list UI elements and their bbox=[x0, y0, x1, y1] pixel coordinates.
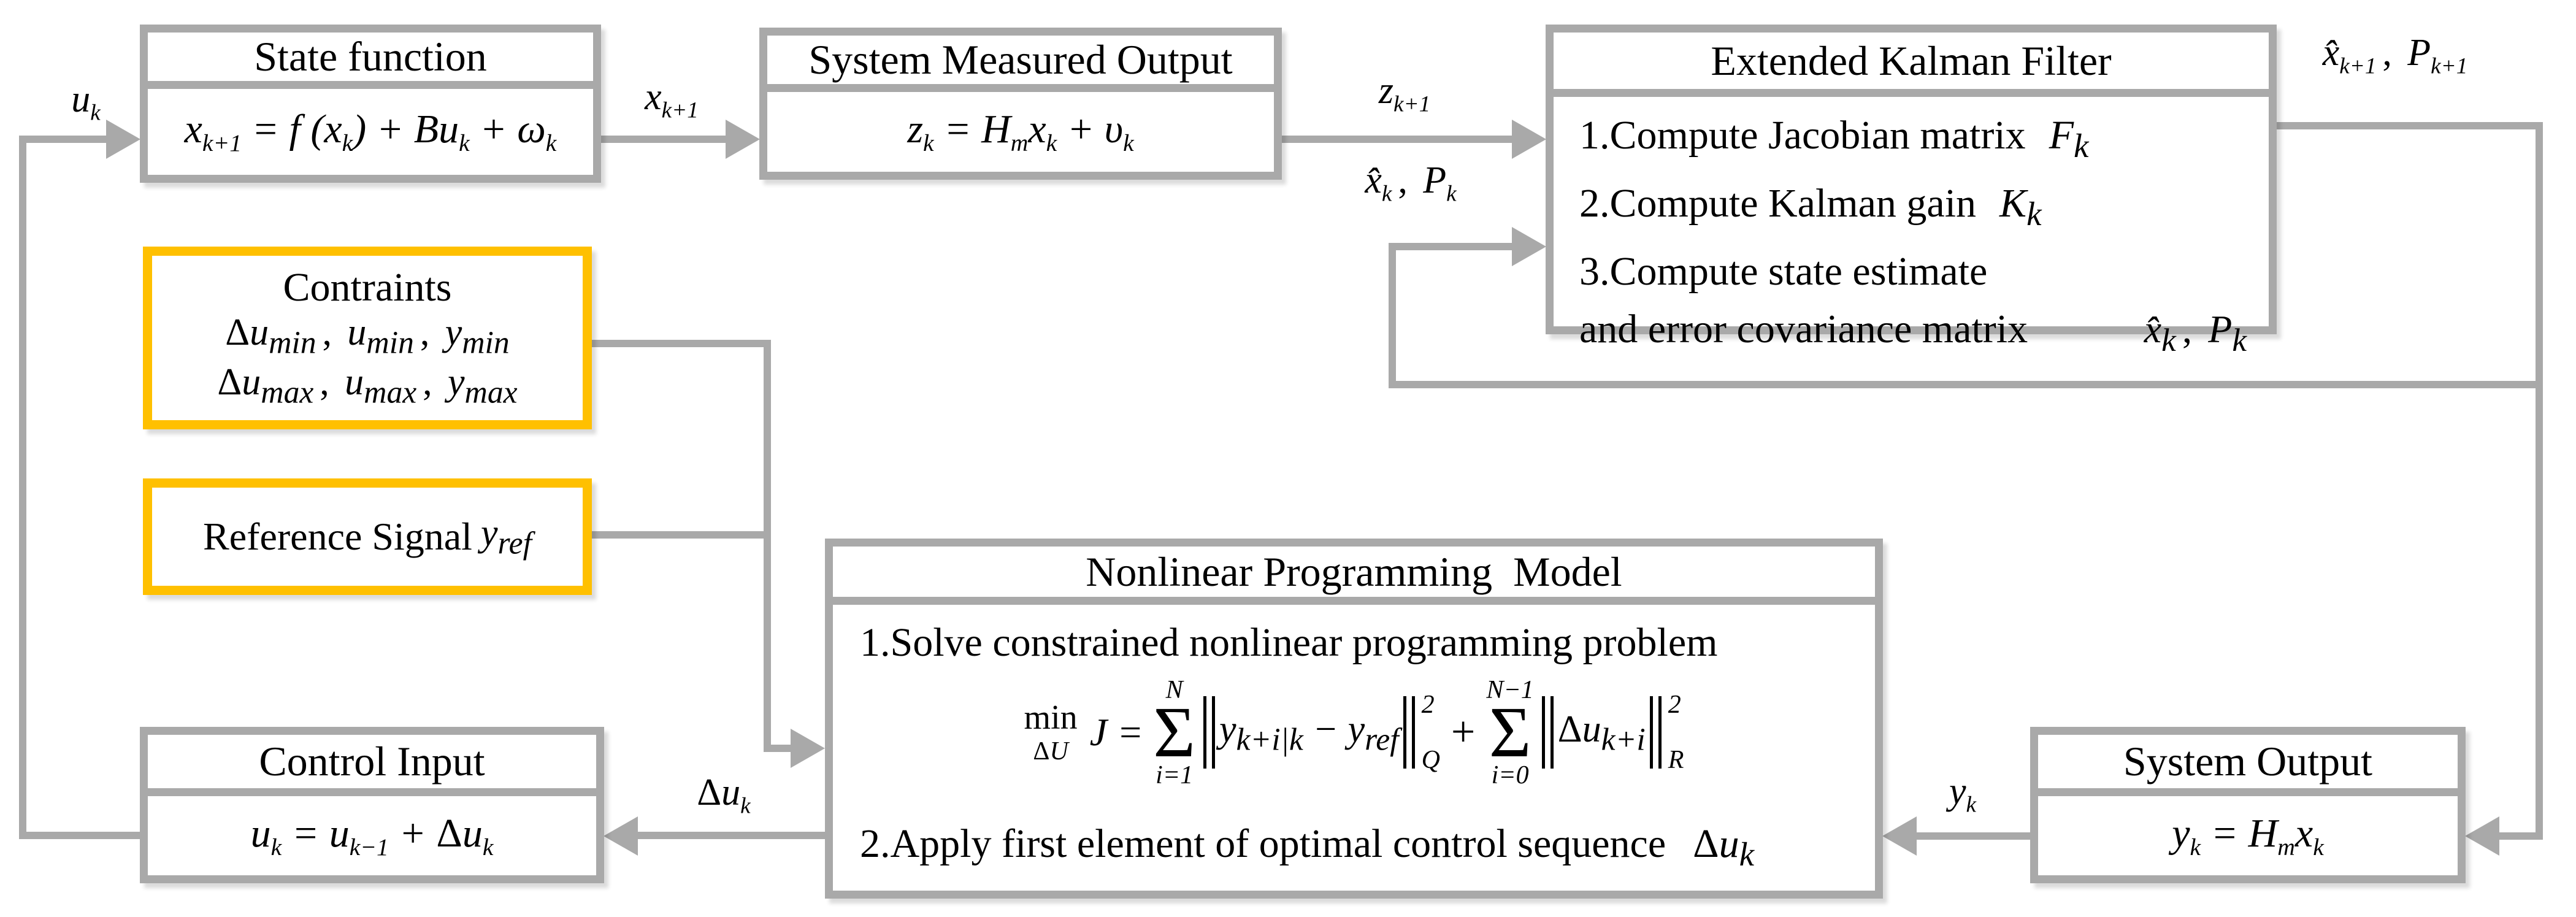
arrow-into-state-function bbox=[106, 120, 140, 159]
arrow-into-control-input bbox=[604, 816, 638, 856]
control-input-formula: uk = uk−1 + Δuk bbox=[250, 810, 494, 861]
arrow-into-ekf bbox=[1512, 120, 1546, 159]
arrow-feedback-into-ekf bbox=[1512, 227, 1546, 266]
npm-body: 1.Solve constrained nonlinear programmin… bbox=[833, 605, 1875, 891]
connector-ekf-out bbox=[2277, 122, 2543, 129]
reference-signal-math: yref bbox=[480, 512, 532, 561]
connector-uk-top bbox=[19, 136, 106, 143]
label-uk: uk bbox=[71, 79, 101, 126]
label-xhat-pk1: x̂k+1, Pk+1 bbox=[2322, 32, 2468, 79]
connector-yk bbox=[1917, 832, 2030, 840]
connector-xk1 bbox=[601, 136, 726, 143]
measured-output-box: System Measured Output zk = Hmxk + υk bbox=[759, 28, 1282, 180]
arrow-yk-into-npm bbox=[1882, 816, 1917, 856]
connector-ekf-feedback-h bbox=[1389, 381, 2543, 388]
connector-into-npm bbox=[764, 745, 791, 752]
constraints-box: Contraints Δumin, umin, ymin Δumax, umax… bbox=[143, 247, 592, 429]
sum-2: N−1 Σ i=0 bbox=[1486, 676, 1534, 789]
label-zk1: zk+1 bbox=[1378, 70, 1431, 117]
connector-uk-bottom bbox=[19, 832, 140, 839]
control-input-box: Control Input uk = uk−1 + Δuk bbox=[140, 727, 604, 883]
connector-constraints-vertical bbox=[764, 340, 771, 752]
connector-duk bbox=[638, 832, 825, 839]
system-output-formula: yk = Hmxk bbox=[2172, 810, 2324, 861]
arrow-into-system-output bbox=[2465, 816, 2499, 856]
state-function-title: State function bbox=[148, 33, 593, 89]
system-output-title: System Output bbox=[2038, 735, 2458, 796]
connector-ekf-feedback-v bbox=[1389, 243, 1396, 388]
connector-into-system-output bbox=[2499, 832, 2543, 840]
connector-uk-vertical bbox=[19, 136, 26, 839]
connector-zk1 bbox=[1282, 136, 1512, 143]
state-function-formula: xk+1 = f (xk) + Buk + ωk bbox=[184, 107, 557, 157]
ekf-state-estimate-label: x̂k, Pk bbox=[2144, 307, 2247, 358]
plus-sign: + bbox=[1451, 708, 1476, 756]
control-input-title: Control Input bbox=[148, 735, 596, 796]
control-move-norm: Δuk+i 2 R bbox=[1538, 692, 1684, 773]
connector-right-vertical bbox=[2536, 122, 2543, 840]
npm-objective-formula: min ΔU J = N Σ i=1 yk+i|k − yref 2 Q bbox=[833, 677, 1875, 788]
ekf-title: Extended Kalman Filter bbox=[1554, 33, 2269, 97]
min-operator: min ΔU bbox=[1024, 699, 1078, 766]
measured-output-formula: zk = Hmxk + υk bbox=[907, 107, 1134, 157]
system-output-box: System Output yk = Hmxk bbox=[2030, 727, 2466, 883]
ekf-box: Extended Kalman Filter 1.Compute Jacobia… bbox=[1546, 25, 2277, 358]
reference-signal-label: Reference Signal bbox=[203, 515, 472, 558]
constraints-min-line: Δumin, umin, ymin bbox=[225, 312, 510, 361]
label-xk1: xk+1 bbox=[645, 76, 699, 123]
npm-box: Nonlinear Programming Model 1.Solve cons… bbox=[825, 539, 1883, 899]
arrow-into-measured-output bbox=[726, 120, 760, 159]
state-function-box: State function xk+1 = f (xk) + Buk + ωk bbox=[140, 25, 601, 183]
connector-reference-out bbox=[592, 531, 764, 539]
reference-signal-box: Reference Signal yref bbox=[143, 478, 592, 595]
constraints-max-line: Δumax, umax, ymax bbox=[217, 361, 518, 410]
sum-1: N Σ i=1 bbox=[1153, 676, 1195, 789]
measured-output-title: System Measured Output bbox=[767, 36, 1274, 92]
npm-step-2: 2.Apply first element of optimal control… bbox=[860, 821, 1755, 873]
tracking-error-norm: yk+i|k − yref 2 Q bbox=[1199, 692, 1440, 773]
label-yk: yk bbox=[1949, 770, 1977, 818]
connector-ekf-feedback-top bbox=[1389, 243, 1512, 250]
ekf-step-3: 3.Compute state estimate bbox=[1579, 249, 1988, 294]
constraints-title: Contraints bbox=[283, 265, 452, 310]
label-duk: Δuk bbox=[697, 772, 751, 819]
npm-step-1: 1.Solve constrained nonlinear programmin… bbox=[860, 620, 1718, 665]
label-xhat-pk: x̂k, Pk bbox=[1365, 159, 1457, 207]
npm-title: Nonlinear Programming Model bbox=[833, 547, 1875, 605]
objective-lhs: J = bbox=[1089, 710, 1144, 754]
connector-constraints-out bbox=[592, 340, 771, 347]
ekf-step-3b: and error covariance matrix bbox=[1579, 307, 2028, 352]
arrow-into-npm bbox=[791, 729, 825, 768]
